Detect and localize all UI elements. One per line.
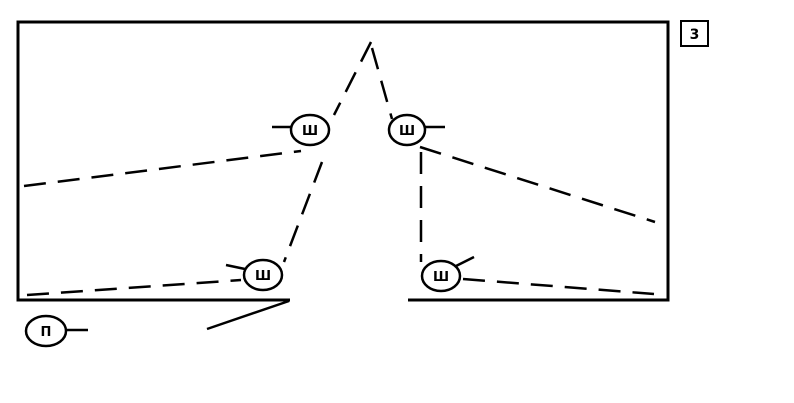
player-bottom-left: Ш [225, 258, 284, 292]
player-outside: П [24, 314, 88, 348]
svg-text:3: 3 [690, 27, 700, 43]
player-top-right: Ш [387, 113, 445, 147]
pass-line [206, 299, 290, 331]
svg-text:Ш: Ш [399, 124, 415, 139]
badge-number: 3 [680, 20, 709, 47]
player-bottom-right: Ш [420, 255, 475, 293]
svg-text:Ш: Ш [433, 270, 449, 285]
svg-text:Ш: Ш [255, 269, 271, 284]
player-top-left: Ш [272, 113, 331, 147]
path-left-long [23, 149, 302, 188]
path-peak-right [370, 47, 394, 120]
svg-text:П: П [41, 325, 52, 340]
path-peak-left [332, 41, 373, 116]
field-border [16, 20, 670, 302]
movement-paths [23, 41, 656, 297]
path-bottom-right [462, 277, 655, 296]
path-left-diagonal [282, 161, 324, 263]
path-bottom-left [26, 278, 242, 297]
svg-text:Ш: Ш [302, 124, 318, 139]
path-right-long [419, 145, 656, 224]
